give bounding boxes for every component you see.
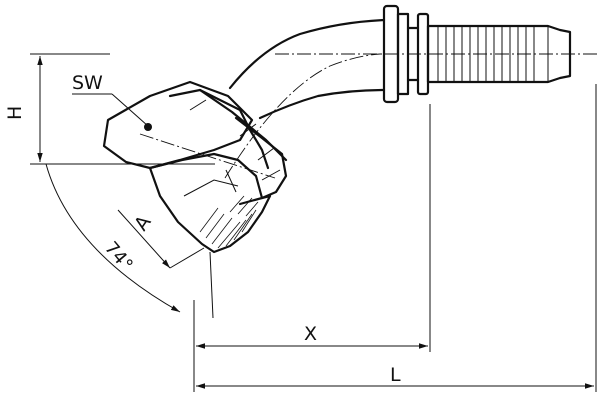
label-l: L [390,364,401,386]
label-sw: SW [72,72,103,94]
label-a: A [130,212,155,235]
l-dimension [196,84,597,392]
nut-face [148,152,272,254]
center-lines [139,53,600,179]
sw-leader-dot [144,123,152,131]
bent-tube [228,18,386,120]
swivel-nut [102,80,288,200]
label-x: X [304,323,317,345]
a-dimension [117,209,205,269]
sw-leader [72,93,152,131]
label-angle: 74° [100,238,137,276]
hose-tail [382,4,572,104]
label-h: H [4,106,26,120]
h-dimension [30,53,215,165]
angle-dimension [45,163,214,319]
x-dimension [193,104,431,392]
thread-section-hatch [199,195,259,249]
tail-ridges [437,26,549,82]
